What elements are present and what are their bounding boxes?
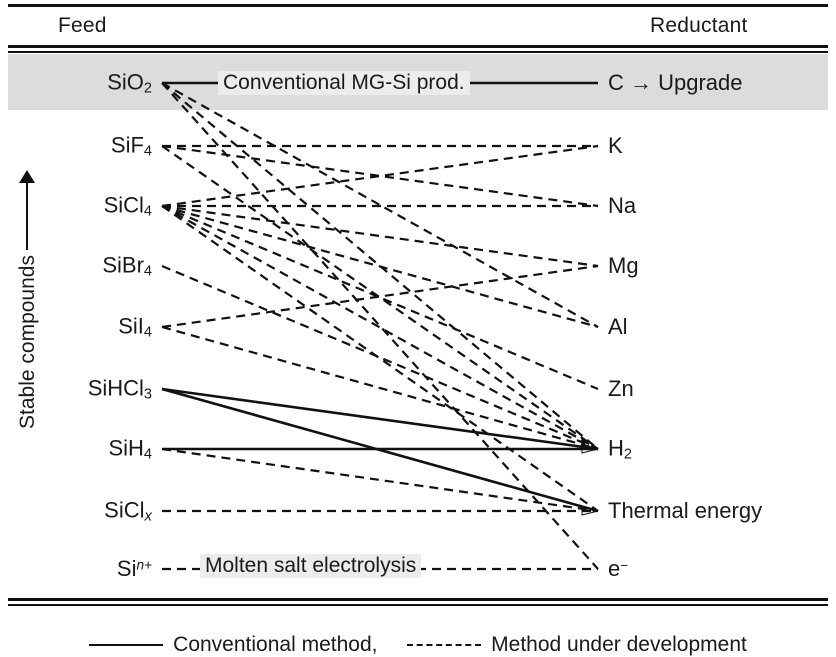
legend-label-dashed: Method under development xyxy=(491,633,747,656)
connection-sii4-to-mg xyxy=(161,264,599,329)
reductant-node-al: Al xyxy=(608,314,628,339)
legend-label-solid: Conventional method, xyxy=(173,633,378,656)
connection-sih4-to-thermal xyxy=(161,447,599,513)
feed-node-sihcl3: SiHCl3 xyxy=(87,375,152,403)
solid-line-icon xyxy=(89,644,164,646)
arrowhead-thermal-icon xyxy=(581,506,599,516)
reductant-node-na: Na xyxy=(608,193,637,218)
feed-node-sif4: SiF4 xyxy=(110,132,152,160)
connection-sibr4-to-h2 xyxy=(161,264,599,451)
reductant-node-k: K xyxy=(608,133,623,158)
reductant-node-thermal: Thermal energy xyxy=(608,498,763,523)
arrowhead-h2-icon xyxy=(581,444,599,454)
connection-sio2-to-e xyxy=(161,82,599,570)
connection-sicl4-to-zn xyxy=(161,204,599,391)
connection-sicl4-to-al xyxy=(161,204,599,329)
feed-node-sih4: SiH4 xyxy=(108,435,152,463)
rule-header-b xyxy=(8,51,828,53)
feed-node-sibr4: SiBr4 xyxy=(102,252,152,280)
feed-node-sio2: SiO2 xyxy=(107,69,152,97)
connection-sicl4-to-h2 xyxy=(161,205,599,450)
column-header-reductant: Reductant xyxy=(650,14,748,37)
legend: Conventional method, Method under develo… xyxy=(0,628,836,657)
feed-node-sin: Sin+ xyxy=(116,556,152,581)
reductant-node-mg: Mg xyxy=(608,253,639,278)
connection-sif4-to-na xyxy=(161,144,599,208)
connection-sio2-to-al xyxy=(161,82,599,328)
legend-item-dashed: Method under development xyxy=(407,633,747,657)
reductant-node-c: C → Upgrade xyxy=(608,70,743,95)
connection-sihcl3-to-h2 xyxy=(161,387,599,451)
connection-sicl4-to-thermal xyxy=(161,205,599,512)
feed-node-sii4: SiI4 xyxy=(118,313,152,341)
legend-item-solid: Conventional method, xyxy=(89,633,377,657)
connection-sicl4-to-mg xyxy=(161,204,599,268)
column-header-feed: Feed xyxy=(58,14,107,37)
feed-node-sicl4: SiCl4 xyxy=(103,192,152,220)
reductant-node-e: e− xyxy=(608,556,629,581)
connection-sii4-to-h2 xyxy=(161,325,599,451)
rule-bottom-a xyxy=(8,598,828,601)
rule-header-a xyxy=(8,45,828,48)
axis-arrowhead-icon xyxy=(19,170,35,183)
y-axis: Stable compounds xyxy=(6,170,46,540)
reductant-node-zn: Zn xyxy=(608,376,634,401)
axis-arrow-shaft xyxy=(26,180,28,250)
connection-sio2-to-h2 xyxy=(161,82,599,450)
dashed-line-icon xyxy=(407,644,482,646)
rule-bottom-b xyxy=(8,604,828,606)
annotation-molten-salt: Molten salt electrolysis xyxy=(200,554,422,578)
annotation-conventional: Conventional MG-Si prod. xyxy=(218,71,470,95)
reductant-node-h2: H2 xyxy=(608,435,632,463)
connection-sif4-to-h2 xyxy=(161,145,599,450)
feed-node-siclx: SiClx xyxy=(104,497,152,525)
connection-sicl4-to-k xyxy=(161,144,599,208)
rule-top xyxy=(8,4,828,7)
